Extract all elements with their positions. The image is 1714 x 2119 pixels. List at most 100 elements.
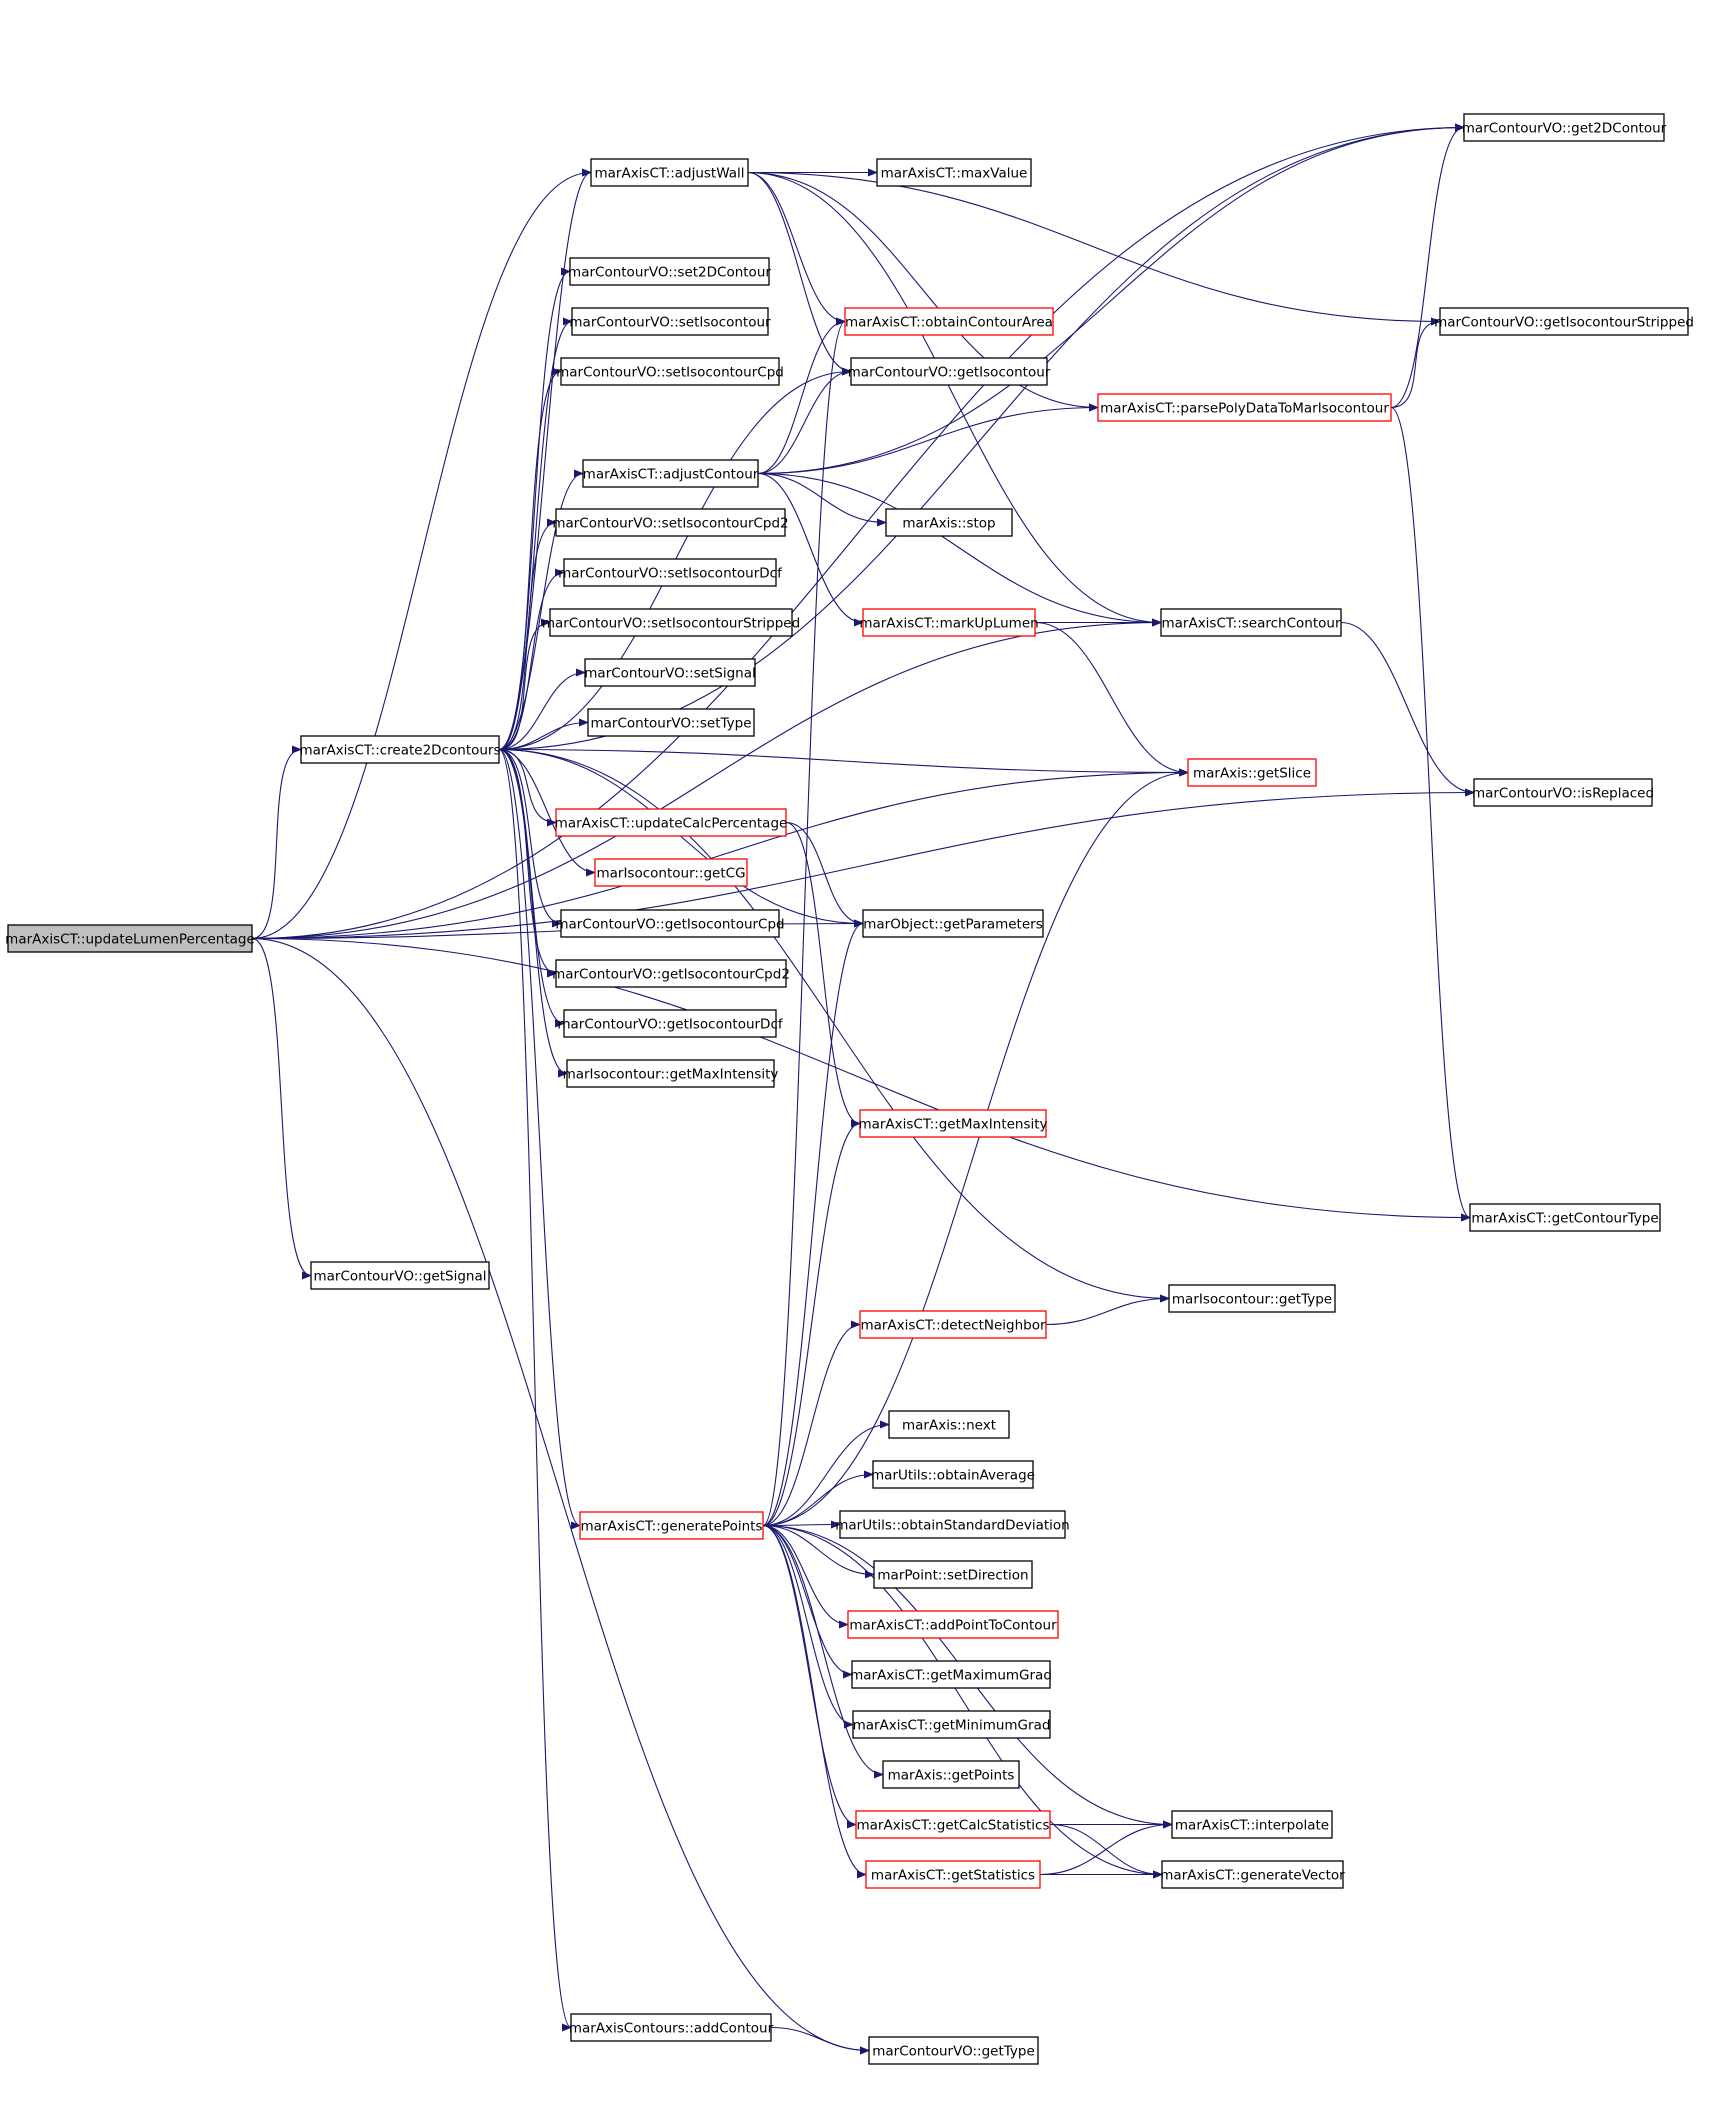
node-box[interactable] [566,1059,775,1088]
node-set-signal[interactable]: marContourVO::setSignal [584,658,756,687]
node-box[interactable] [310,1261,490,1290]
node-box[interactable] [584,658,756,687]
node-add-contour[interactable]: marAxisContours::addContour [569,2013,774,2042]
node-search-contour[interactable]: marAxisCT::searchContour [1160,608,1342,637]
node-stop[interactable]: marAxis::stop [885,508,1013,537]
node-box[interactable] [1161,1860,1344,1889]
node-set-direction[interactable]: marPoint::setDirection [873,1560,1033,1589]
node-box[interactable] [1168,1284,1336,1313]
node-box[interactable] [865,1860,1041,1889]
node-iso-get-max-intensity[interactable]: marIsocontour::getMaxIntensity [563,1059,779,1088]
node-interpolate[interactable]: marAxisCT::interpolate [1171,1810,1333,1839]
node-box[interactable] [579,1511,764,1540]
node-contour-get-type[interactable]: marContourVO::getType [868,2036,1039,2065]
node-mark-up-lumen[interactable]: marAxisCT::markUpLumen [859,608,1039,637]
node-box[interactable] [862,608,1036,637]
node-obtain-contour-area[interactable]: marAxisCT::obtainContourArea [844,307,1054,336]
node-add-point-to-contour[interactable]: marAxisCT::addPointToContour [847,1610,1059,1639]
node-get2-dcontour[interactable]: marContourVO::get2DContour [1462,113,1667,142]
node-box[interactable] [555,508,786,537]
node-get-maximum-grad[interactable]: marAxisCT::getMaximumGrad [850,1660,1052,1689]
node-box[interactable] [587,708,755,737]
node-box[interactable] [563,558,777,587]
node-next[interactable]: marAxis::next [888,1410,1010,1439]
node-set-isocontour-stripped[interactable]: marContourVO::setIsocontourStripped [542,608,800,637]
node-box[interactable] [569,257,770,286]
node-adjust-wall[interactable]: marAxisCT::adjustWall [590,158,749,187]
node-set-type[interactable]: marContourVO::setType [587,708,755,737]
node-box[interactable] [560,909,780,938]
node-generate-vector[interactable]: marAxisCT::generateVector [1160,1860,1345,1889]
node-generate-points[interactable]: marAxisCT::generatePoints [579,1511,764,1540]
node-get-signal[interactable]: marContourVO::getSignal [310,1261,490,1290]
node-box[interactable] [888,1410,1010,1439]
node-box[interactable] [1160,608,1342,637]
node-box[interactable] [851,1660,1051,1689]
node-get-calc-statistics[interactable]: marAxisCT::getCalcStatistics [855,1810,1051,1839]
node-get-isocontour-dcf[interactable]: marContourVO::getIsocontourDcf [557,1009,784,1038]
node-get-isocontour-cpd[interactable]: marContourVO::getIsocontourCpd [555,909,785,938]
node-box[interactable] [876,158,1032,187]
node-box[interactable] [555,959,787,988]
node-set2-dcontour[interactable]: marContourVO::set2DContour [568,257,771,286]
node-set-isocontour-dcf[interactable]: marContourVO::setIsocontourDcf [558,558,783,587]
node-box[interactable] [1187,758,1317,787]
node-get-isocontour-cpd2[interactable]: marContourVO::getIsocontourCpd2 [552,959,790,988]
node-get-statistics[interactable]: marAxisCT::getStatistics [865,1860,1041,1889]
node-box[interactable] [868,2036,1039,2065]
node-box[interactable] [300,735,500,764]
node-get-cg[interactable]: marIsocontour::getCG [594,858,748,887]
node-set-isocontour-cpd[interactable]: marContourVO::setIsocontourCpd [556,357,784,386]
node-box[interactable] [882,1760,1020,1789]
node-set-isocontour[interactable]: marContourVO::setIsocontour [569,307,771,336]
node-get-isocontour[interactable]: marContourVO::getIsocontour [848,357,1051,386]
node-box[interactable] [549,608,793,637]
node-obtain-average[interactable]: marUtils::obtainAverage [871,1460,1035,1489]
node-get-points[interactable]: marAxis::getPoints [882,1760,1020,1789]
node-box[interactable] [852,1710,1051,1739]
node-get-parameters[interactable]: marObject::getParameters [862,909,1044,938]
node-ct-get-max-intensity[interactable]: marAxisCT::getMaxIntensity [858,1109,1048,1138]
node-update-calc-percentage[interactable]: marAxisCT::updateCalcPercentage [555,808,788,837]
node-obtain-standard-deviation[interactable]: marUtils::obtainStandardDeviation [835,1510,1070,1539]
node-max-value[interactable]: marAxisCT::maxValue [876,158,1032,187]
node-get-minimum-grad[interactable]: marAxisCT::getMinimumGrad [852,1710,1051,1739]
node-box[interactable] [862,909,1044,938]
node-box[interactable] [582,459,759,488]
node-detect-neighbor[interactable]: marAxisCT::detectNeighbor [859,1310,1047,1339]
node-box[interactable] [555,808,787,837]
node-box[interactable] [563,1009,777,1038]
node-box[interactable] [859,1310,1047,1339]
node-box[interactable] [850,357,1048,386]
node-box[interactable] [839,1510,1066,1539]
node-box[interactable] [872,1460,1034,1489]
node-adjust-contour[interactable]: marAxisCT::adjustContour [582,459,759,488]
node-box[interactable] [1473,778,1653,807]
node-box[interactable] [1097,393,1392,422]
node-get-contour-type[interactable]: marAxisCT::getContourType [1469,1203,1661,1232]
node-box[interactable] [570,2013,772,2042]
node-box[interactable] [1469,1203,1661,1232]
node-box[interactable] [1171,1810,1333,1839]
node-set-isocontour-cpd2[interactable]: marContourVO::setIsocontourCpd2 [552,508,789,537]
node-box[interactable] [594,858,748,887]
node-get-isocontour-stripped[interactable]: marContourVO::getIsocontourStripped [1434,307,1694,336]
node-parse-poly-data[interactable]: marAxisCT::parsePolyDataToMarIsocontour [1097,393,1392,422]
node-update-lumen-percentage[interactable]: marAxisCT::updateLumenPercentage [5,924,255,953]
node-box[interactable] [560,357,780,386]
node-iso-get-type[interactable]: marIsocontour::getType [1168,1284,1336,1313]
node-get-slice[interactable]: marAxis::getSlice [1187,758,1317,787]
node-box[interactable] [855,1810,1051,1839]
node-box[interactable] [1439,307,1689,336]
node-create2-dcontours[interactable]: marAxisCT::create2Dcontours [299,735,501,764]
node-is-replaced[interactable]: marContourVO::isReplaced [1472,778,1654,807]
node-box[interactable] [7,924,253,953]
node-box[interactable] [847,1610,1059,1639]
node-box[interactable] [859,1109,1047,1138]
node-box[interactable] [571,307,769,336]
node-box[interactable] [1463,113,1665,142]
node-box[interactable] [590,158,749,187]
node-box[interactable] [873,1560,1033,1589]
node-box[interactable] [885,508,1013,537]
node-box[interactable] [844,307,1054,336]
